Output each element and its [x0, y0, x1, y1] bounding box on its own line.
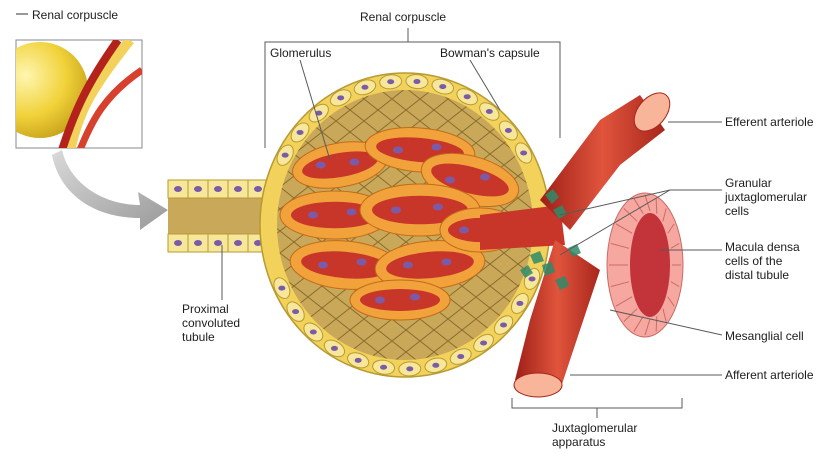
cell-nucleus	[297, 130, 304, 135]
cell-nucleus	[194, 186, 202, 192]
cell-nucleus	[380, 365, 387, 370]
cell-nucleus	[486, 109, 493, 114]
cell-nucleus	[282, 153, 289, 158]
cell-nucleus	[529, 276, 536, 281]
afferent-arteriole-label: Afferent arteriole	[725, 368, 814, 382]
jg-apparatus-label: Juxtaglomerular apparatus	[552, 421, 637, 449]
capillary-lumen	[360, 289, 440, 311]
cell-nucleus	[337, 95, 344, 100]
zoom-arrow	[52, 150, 168, 230]
cell-nucleus	[410, 294, 420, 301]
cell-nucleus	[347, 209, 357, 216]
cell-nucleus	[308, 212, 318, 219]
cell-nucleus	[357, 259, 367, 266]
cell-nucleus	[361, 85, 368, 90]
cell-nucleus	[464, 94, 471, 99]
bowmans-capsule-label: Bowman's capsule	[440, 46, 540, 60]
cell-nucleus	[318, 262, 328, 269]
macula-densa-cell	[656, 316, 657, 331]
cell-nucleus	[459, 227, 469, 234]
cell-nucleus	[194, 240, 202, 246]
cell-nucleus	[292, 309, 299, 314]
cell-nucleus	[403, 262, 413, 269]
cell-nucleus	[413, 79, 420, 84]
cell-nucleus	[432, 363, 439, 368]
cell-nucleus	[516, 301, 523, 306]
cell-nucleus	[457, 354, 464, 359]
cell-nucleus	[406, 366, 413, 371]
cell-nucleus	[480, 340, 487, 345]
cell-nucleus	[254, 186, 262, 192]
cell-nucleus	[331, 346, 338, 351]
cell-nucleus	[316, 162, 326, 169]
cell-nucleus	[278, 286, 285, 291]
cell-nucleus	[500, 323, 507, 328]
cell-nucleus	[393, 147, 403, 154]
cell-nucleus	[480, 174, 490, 181]
proximal-tubule-label: Proximal convoluted tubule	[182, 302, 240, 344]
cell-nucleus	[310, 330, 317, 335]
cell-nucleus	[439, 84, 446, 89]
inset-panel	[0, 14, 142, 150]
cell-nucleus	[520, 151, 527, 156]
cell-nucleus	[174, 186, 182, 192]
cell-nucleus	[375, 297, 385, 304]
renal-corpuscle-label: Renal corpuscle	[360, 10, 446, 24]
cell-nucleus	[442, 259, 452, 266]
mesanglial-cell-label: Mesanglial cell	[725, 329, 804, 343]
cell-nucleus	[432, 144, 442, 151]
cell-nucleus	[433, 204, 443, 211]
cell-nucleus	[349, 159, 359, 166]
cell-nucleus	[214, 186, 222, 192]
cell-nucleus	[234, 186, 242, 192]
cell-nucleus	[505, 128, 512, 133]
cell-nucleus	[387, 79, 394, 84]
granular-cells-label: Granular juxtaglomerular cells	[725, 176, 807, 218]
efferent-arteriole-label: Efferent arteriole	[725, 115, 814, 129]
cell-nucleus	[174, 240, 182, 246]
cell-nucleus	[214, 240, 222, 246]
inset-label: Renal corpuscle	[32, 8, 118, 22]
cell-nucleus	[445, 177, 455, 184]
cell-nucleus	[355, 358, 362, 363]
cell-nucleus	[391, 207, 401, 214]
macula-densa-label: Macula densa cells of the distal tubule	[725, 240, 800, 282]
glomerulus-label: Glomerulus	[270, 46, 331, 60]
macula-densa-cell	[656, 198, 657, 213]
cell-nucleus	[234, 240, 242, 246]
